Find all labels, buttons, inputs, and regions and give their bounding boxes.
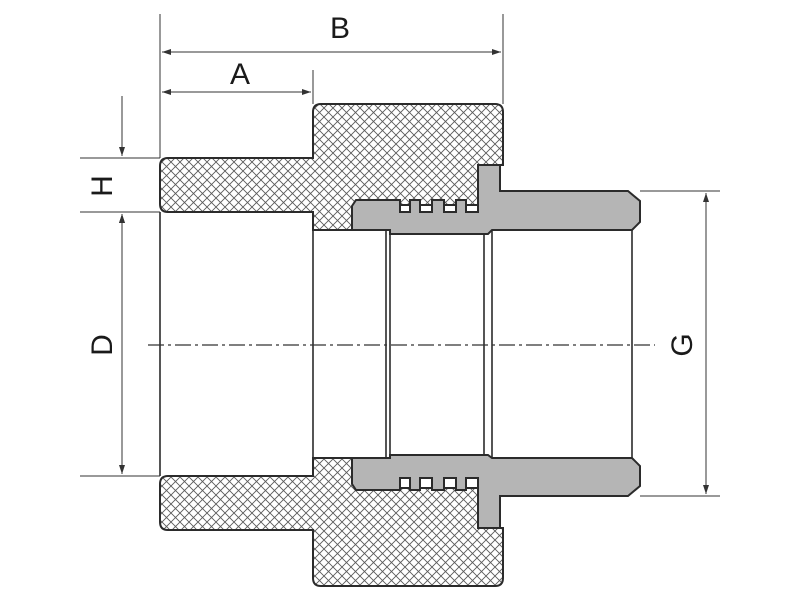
- bore-outlines: [159, 212, 633, 476]
- metal-insert-top: [351, 164, 641, 235]
- label-d: D: [86, 334, 119, 356]
- label-a: A: [230, 58, 250, 91]
- extension-lines: [80, 14, 720, 497]
- label-g: G: [666, 333, 699, 356]
- metal-insert-bottom: [351, 454, 641, 529]
- label-b: B: [330, 12, 350, 45]
- label-h: H: [86, 175, 119, 197]
